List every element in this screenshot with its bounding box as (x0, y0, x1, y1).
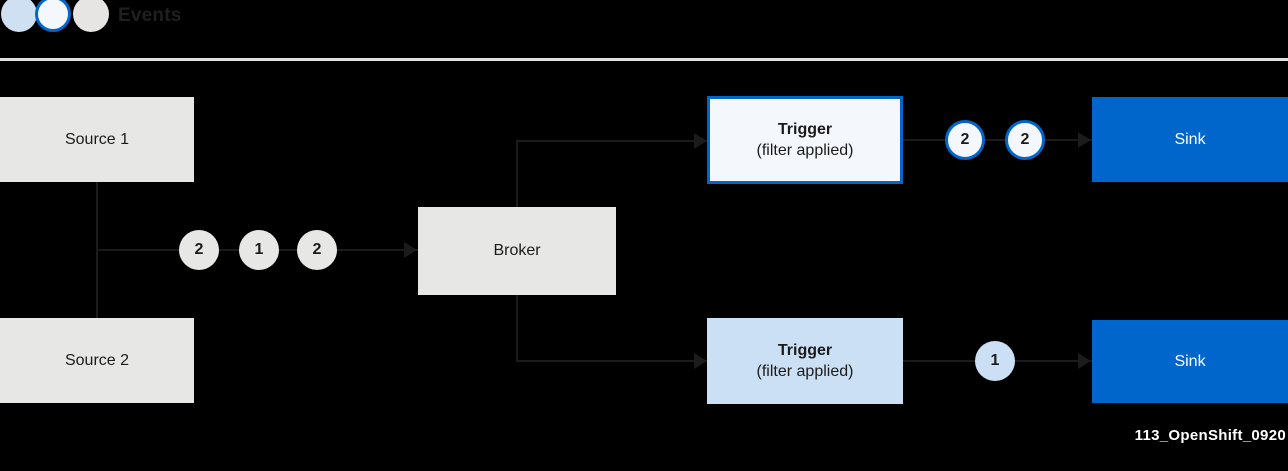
node-trigger-bottom-label: Trigger (777, 341, 833, 359)
event-badge-trigger-top-1: 2 (945, 120, 985, 160)
node-trigger-top-sublabel: (filter applied) (756, 142, 854, 159)
header-divider (0, 58, 1288, 61)
event-badge-source-3: 2 (297, 230, 337, 270)
node-broker: Broker (418, 207, 616, 295)
event-badge-source-2: 1 (239, 230, 279, 270)
arrowhead-into-sink-bottom-icon (1078, 353, 1091, 369)
header-title: Events (118, 5, 182, 26)
event-badge-source-1: 2 (179, 230, 219, 270)
node-trigger-top-label: Trigger (777, 120, 833, 138)
node-trigger-bottom-sublabel: (filter applied) (756, 363, 854, 380)
connector-broker-down-vertical (516, 294, 518, 362)
node-source-2: Source 2 (0, 318, 194, 403)
arrowhead-into-trigger-top-icon (694, 133, 707, 149)
event-badge-trigger-bottom-1: 1 (975, 341, 1015, 381)
node-sink-bottom: Sink (1092, 320, 1288, 403)
arrowhead-into-broker-icon (404, 242, 417, 258)
node-sink-bottom-label: Sink (1174, 352, 1206, 370)
node-source-2-label: Source 2 (64, 351, 130, 369)
connector-broker-to-trigger-top (516, 140, 709, 142)
node-trigger-top: Trigger (filter applied) (707, 96, 903, 184)
node-sink-top-label: Sink (1174, 130, 1206, 148)
legend-dot-gray-icon (73, 0, 109, 32)
figure-caption: 113_OpenShift_0920 (1134, 427, 1286, 444)
connector-broker-to-trigger-bottom (516, 360, 709, 362)
legend-dot-white-outline-icon (35, 0, 71, 32)
node-source-1-label: Source 1 (64, 130, 130, 148)
arrowhead-into-trigger-bottom-icon (694, 353, 707, 369)
node-source-1: Source 1 (0, 97, 194, 182)
arrowhead-into-sink-top-icon (1078, 132, 1091, 148)
connector-broker-up-vertical (516, 140, 518, 208)
node-broker-label: Broker (493, 242, 541, 260)
node-trigger-bottom: Trigger (filter applied) (707, 318, 903, 404)
legend-dot-light-blue-icon (1, 0, 37, 32)
event-badge-trigger-top-2: 2 (1005, 120, 1045, 160)
node-sink-top: Sink (1092, 97, 1288, 182)
connector-trigger-top-to-sink (903, 139, 1093, 141)
